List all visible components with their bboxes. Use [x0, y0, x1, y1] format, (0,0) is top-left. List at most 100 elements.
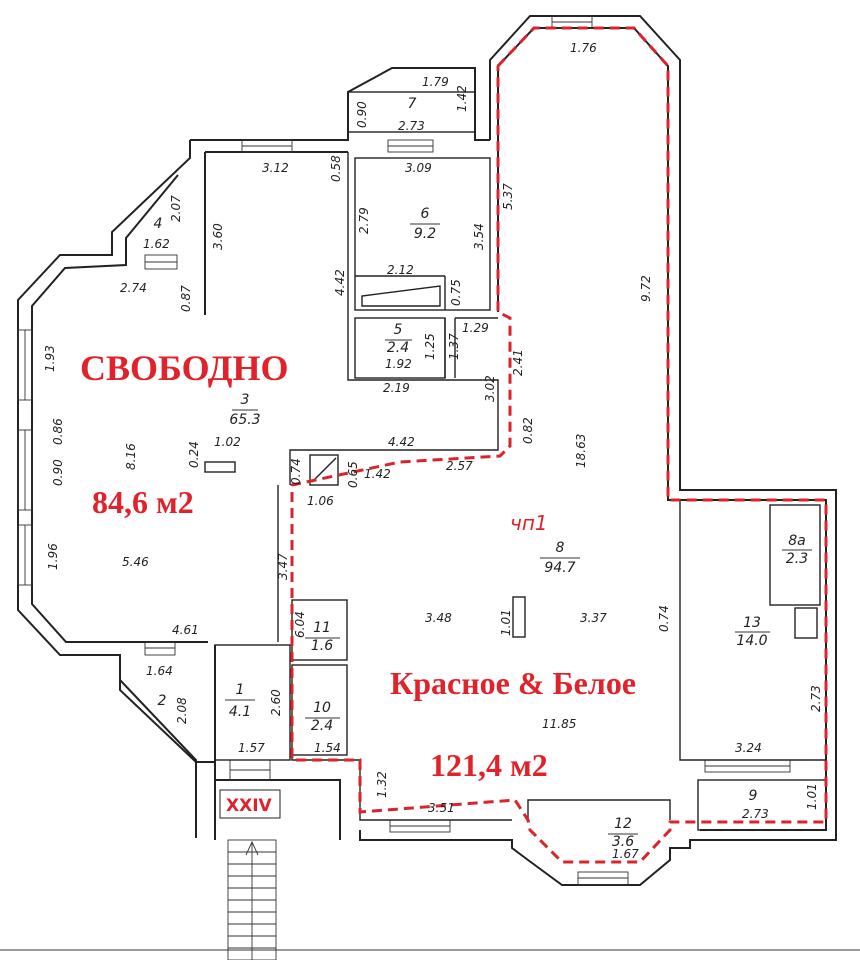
svg-text:0.87: 0.87 [179, 285, 193, 312]
tenant-code: чп1 [510, 511, 548, 535]
svg-text:1.42: 1.42 [455, 85, 469, 112]
entrance-label: XXIV [226, 796, 273, 816]
room-number: 12 [614, 816, 632, 832]
svg-text:0.75: 0.75 [449, 279, 463, 306]
svg-text:0.90: 0.90 [355, 101, 369, 128]
room-number: 11 [313, 620, 331, 636]
svg-text:0.86: 0.86 [51, 418, 65, 445]
svg-text:4.42: 4.42 [388, 435, 415, 449]
svg-text:3.37: 3.37 [580, 611, 607, 625]
svg-text:1.29: 1.29 [462, 321, 489, 335]
svg-text:9.72: 9.72 [639, 275, 653, 302]
svg-text:4.42: 4.42 [333, 269, 347, 296]
svg-text:1.37: 1.37 [447, 333, 461, 360]
svg-text:2.73: 2.73 [742, 807, 769, 821]
room-number: 7 [408, 96, 417, 112]
svg-text:5.37: 5.37 [501, 183, 515, 210]
svg-text:0.65: 0.65 [346, 461, 360, 488]
room-labels: 1 4.1 2 3 65.3 4 5 2.4 6 9.2 7 8 94.7 8a… [154, 96, 812, 850]
dimensions: 1.76 1.79 1.42 0.90 2.73 3.12 0.58 3.09 … [43, 41, 823, 861]
svg-text:2.60: 2.60 [269, 689, 283, 716]
svg-text:3.47: 3.47 [276, 553, 290, 580]
svg-text:3.60: 3.60 [211, 223, 225, 250]
svg-text:1.01: 1.01 [499, 609, 513, 636]
svg-text:0.58: 0.58 [329, 155, 343, 182]
svg-text:3.02: 3.02 [483, 375, 497, 402]
room-number: 6 [421, 206, 430, 222]
windows [17, 15, 791, 886]
svg-text:1.76: 1.76 [570, 41, 597, 55]
tenant-area: 121,4 м2 [430, 747, 548, 783]
svg-text:2.57: 2.57 [446, 459, 473, 473]
svg-text:2.73: 2.73 [809, 685, 823, 712]
svg-text:3.51: 3.51 [428, 801, 455, 815]
room-number: 2 [158, 693, 167, 709]
svg-text:0.74: 0.74 [657, 605, 671, 632]
room-number: 8 [556, 540, 565, 556]
free-label: СВОБОДНО [80, 348, 289, 388]
svg-text:1.92: 1.92 [385, 357, 412, 371]
svg-text:3.12: 3.12 [262, 161, 289, 175]
interior-walls [204, 91, 827, 831]
svg-text:2.41: 2.41 [511, 349, 525, 376]
svg-text:0.90: 0.90 [51, 459, 65, 486]
svg-text:1.54: 1.54 [314, 741, 341, 755]
svg-text:1.25: 1.25 [423, 333, 437, 360]
room-area: 9.2 [414, 226, 436, 242]
svg-text:0.74: 0.74 [289, 458, 303, 485]
room-number: 5 [394, 322, 403, 338]
svg-text:2.08: 2.08 [175, 697, 189, 724]
room-area: 1.6 [311, 638, 333, 654]
svg-text:1.02: 1.02 [214, 435, 241, 449]
svg-text:1.96: 1.96 [46, 543, 60, 570]
free-area: 84,6 м2 [92, 484, 194, 520]
svg-text:3.54: 3.54 [472, 223, 486, 250]
svg-text:1.06: 1.06 [307, 494, 334, 508]
svg-text:2.07: 2.07 [169, 195, 183, 222]
svg-text:2.73: 2.73 [398, 119, 425, 133]
svg-text:3.09: 3.09 [405, 161, 432, 175]
room-number: 13 [743, 615, 761, 631]
room-number: 3 [241, 392, 250, 408]
svg-text:4.61: 4.61 [172, 623, 199, 637]
room-area: 4.1 [229, 704, 251, 720]
room-number: 4 [154, 216, 163, 232]
svg-text:1.93: 1.93 [43, 345, 57, 372]
svg-text:1.67: 1.67 [612, 847, 639, 861]
room-number: 1 [236, 682, 245, 698]
svg-text:8.16: 8.16 [124, 443, 138, 470]
room-number: 10 [313, 700, 331, 716]
svg-text:2.19: 2.19 [383, 381, 410, 395]
svg-text:1.62: 1.62 [143, 237, 170, 251]
svg-text:2.79: 2.79 [357, 207, 371, 234]
svg-text:18.63: 18.63 [574, 434, 588, 468]
tenant-name: Красное & Белое [390, 665, 636, 701]
svg-text:11.85: 11.85 [542, 717, 576, 731]
svg-text:2.12: 2.12 [387, 263, 414, 277]
svg-text:3.48: 3.48 [425, 611, 452, 625]
room-area: 65.3 [229, 412, 260, 428]
room-area: 2.4 [387, 340, 409, 356]
room-area: 14.0 [736, 633, 767, 649]
room-area: 94.7 [544, 560, 575, 576]
svg-text:0.24: 0.24 [187, 441, 201, 468]
svg-text:1.57: 1.57 [238, 741, 265, 755]
svg-text:5.46: 5.46 [122, 555, 149, 569]
svg-text:6.04: 6.04 [293, 611, 307, 638]
svg-text:0.82: 0.82 [521, 417, 535, 444]
room-area: 2.4 [311, 718, 333, 734]
room-number: 9 [749, 788, 758, 804]
room-number: 8a [788, 533, 806, 549]
svg-text:1.42: 1.42 [364, 467, 391, 481]
svg-text:1.64: 1.64 [146, 664, 173, 678]
room-area: 3.6 [612, 834, 634, 850]
svg-text:3.24: 3.24 [735, 741, 762, 755]
svg-text:2.74: 2.74 [120, 281, 147, 295]
tenant-boundary [290, 26, 828, 864]
svg-text:1.01: 1.01 [805, 783, 819, 810]
stairs [0, 839, 860, 960]
svg-text:1.32: 1.32 [375, 771, 389, 798]
room-area: 2.3 [786, 551, 808, 567]
svg-text:1.79: 1.79 [422, 75, 449, 89]
